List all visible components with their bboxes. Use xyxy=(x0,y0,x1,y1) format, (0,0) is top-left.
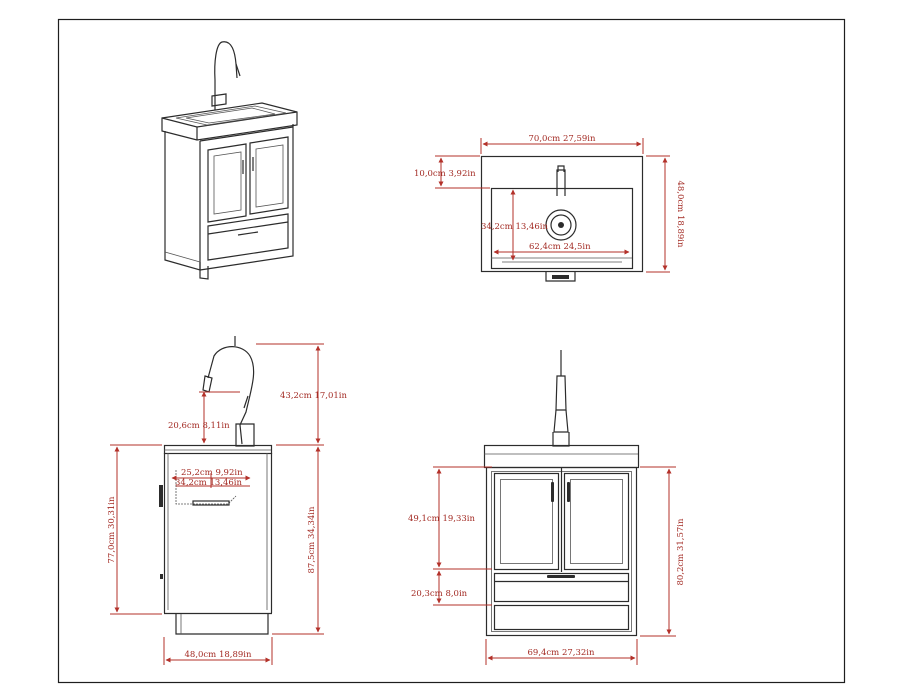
isometric-view xyxy=(161,41,298,280)
side-cabinet-height-dimension: 77,0cm 30,31in xyxy=(107,496,117,564)
top-view-dimensions: 70,0cm 27,59in 48,0cm 18,89in 10,0cm 3,9… xyxy=(414,134,685,273)
top-back-gap-dimension: 10,0cm 3,92in xyxy=(414,169,476,179)
side-depth-dimension: 48,0cm 18,89in xyxy=(185,650,253,660)
front-door-height-dimension: 49,1cm 19,33in xyxy=(408,514,476,524)
side-faucet-height-dimension: 43,2cm 17,01in xyxy=(280,391,348,401)
side-view xyxy=(159,336,273,635)
front-width-dimension: 69,4cm 27,32in xyxy=(528,648,596,658)
front-drawer-height-dimension: 20,3cm 8,0in xyxy=(411,589,468,599)
front-total-height-dimension: 80,2cm 31,57in xyxy=(676,518,686,586)
front-view-dimensions: 49,1cm 19,33in 20,3cm 8,0in 80,2cm 31,57… xyxy=(408,466,686,665)
side-view-dimensions: 43,2cm 17,01in 20,6cm 8,11in 25,2cm 9,92… xyxy=(107,343,348,665)
side-faucet-reach-dimension: 20,6cm 8,11in xyxy=(168,421,230,431)
side-basin-depth-dimension: 25,2cm 9,92in xyxy=(181,468,243,478)
top-basin-front-back-dimension: 34,2cm 13,46in xyxy=(481,222,549,232)
top-depth-dimension: 48,0cm 18,89in xyxy=(675,181,685,249)
side-basin-front-back-dimension: 34,2cm 13,46in xyxy=(175,478,243,488)
drawing-frame xyxy=(57,18,846,684)
side-total-height-dimension: 87,5cm 34,34in xyxy=(307,506,317,574)
top-basin-width-dimension: 62,4cm 24,5in xyxy=(529,242,591,252)
top-width-dimension: 70,0cm 27,59in xyxy=(529,134,597,144)
top-view xyxy=(480,155,644,282)
front-view xyxy=(483,350,640,637)
